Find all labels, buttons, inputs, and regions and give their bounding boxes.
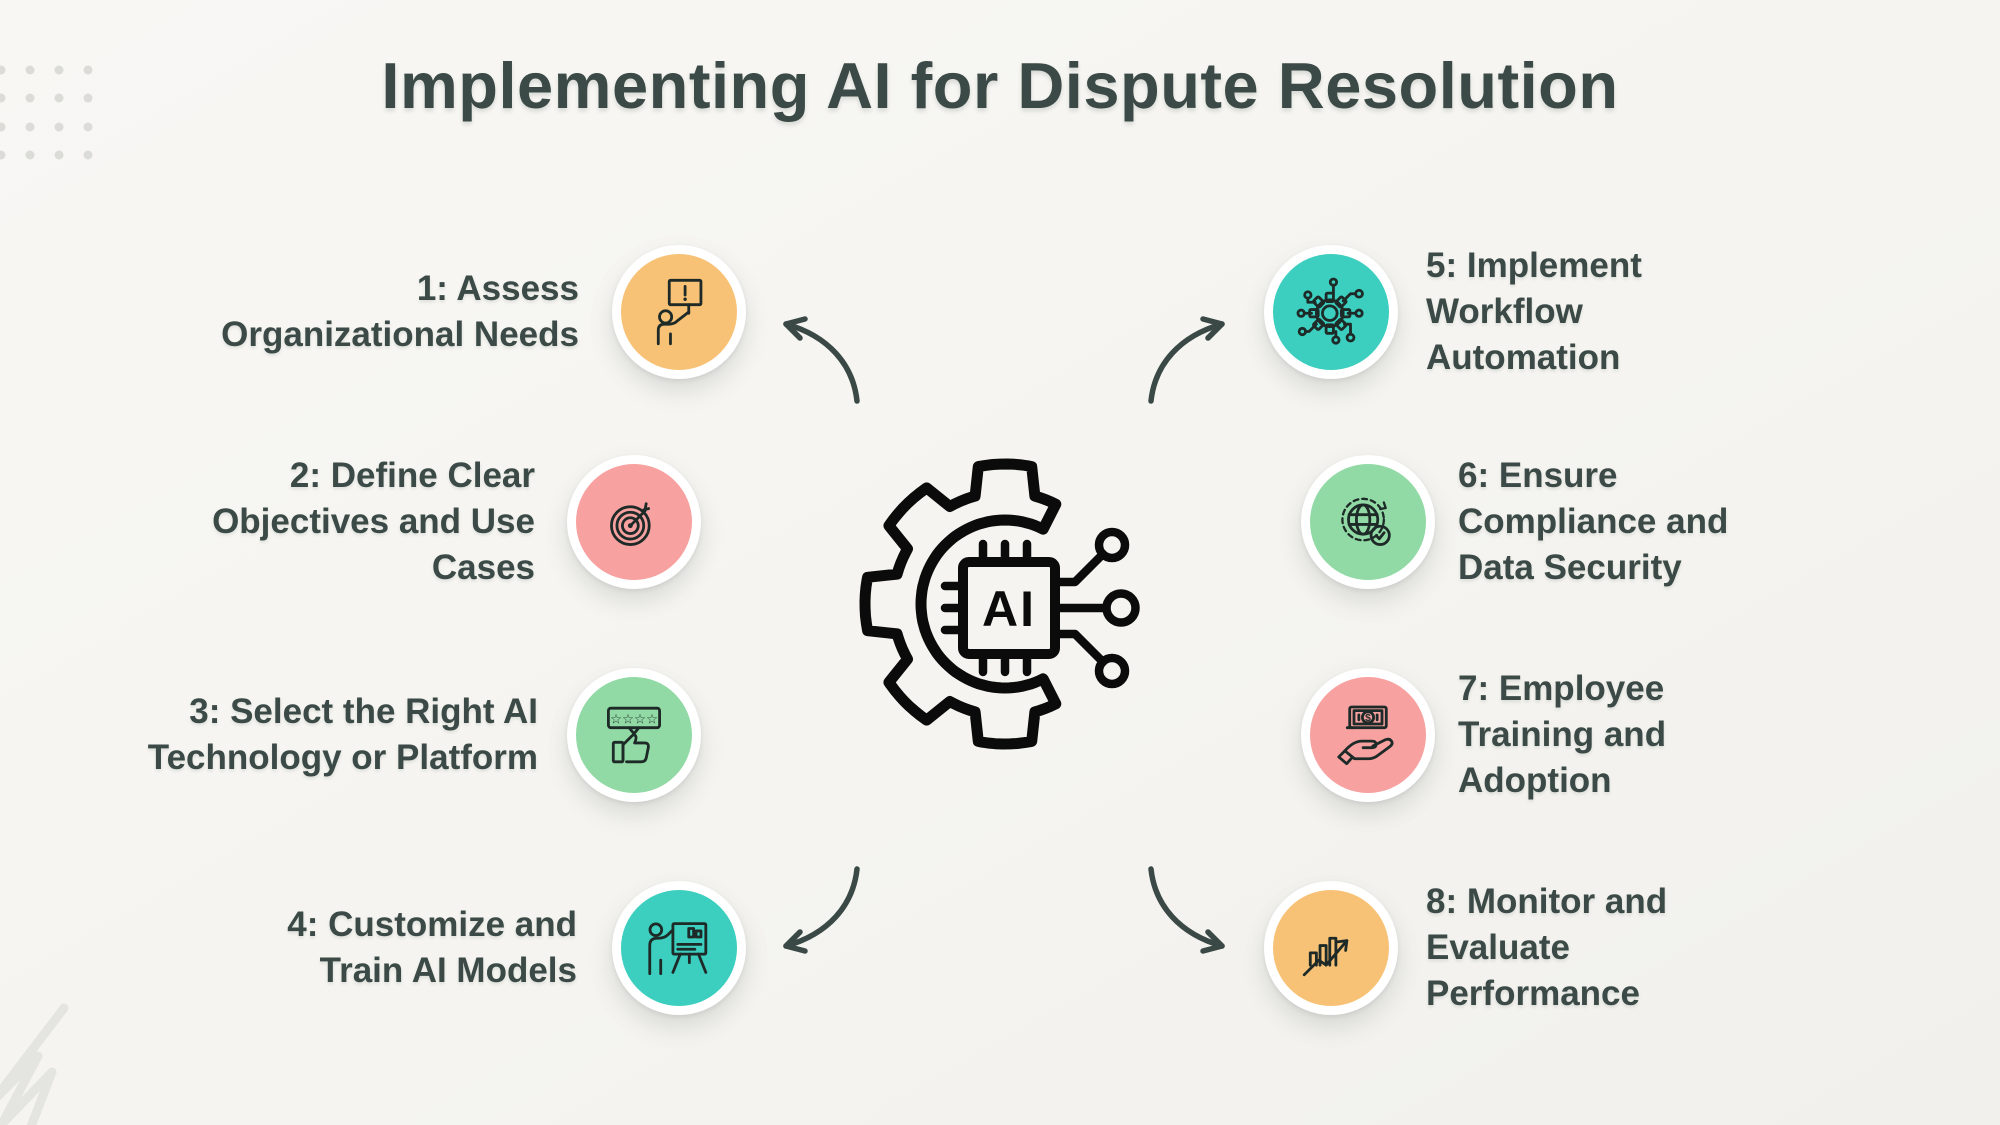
- svg-text:☆☆☆☆: ☆☆☆☆: [610, 712, 658, 727]
- ai-chip: [958, 557, 1060, 659]
- arrow-bottom-right-icon: [1148, 866, 1225, 954]
- step-6-circle: [1310, 464, 1426, 580]
- step-1-badge: [612, 245, 746, 379]
- circuit-node: [1102, 589, 1140, 627]
- step-4-label: 4: Customize and Train AI Models: [287, 902, 577, 994]
- step-label-line: Technology or Platform: [147, 738, 538, 777]
- step-label-line: Objectives and Use: [212, 502, 535, 541]
- step-label-line: Data Security: [1458, 548, 1682, 587]
- target-dart-icon: [610, 502, 651, 546]
- circuit-traces: [1050, 549, 1111, 667]
- step-label-line: Workflow: [1426, 292, 1583, 331]
- step-7-label: 7: Employee Training and Adoption: [1458, 666, 1666, 804]
- rating-thumbs-up-icon: ☆☆☆☆: [607, 706, 661, 764]
- training-presentation-icon: [648, 922, 708, 975]
- step-8-badge: [1264, 881, 1398, 1015]
- step-2-badge: [567, 455, 701, 589]
- scribble-decoration: [0, 1003, 69, 1125]
- step-label-line: Training and: [1458, 715, 1667, 754]
- step-2-circle: [576, 464, 692, 580]
- circuit-node: [1094, 527, 1130, 563]
- step-label-line: Automation: [1426, 338, 1621, 377]
- money-hand-icon: $: [1337, 705, 1394, 766]
- step-label-line: 5: Implement: [1426, 246, 1642, 285]
- step-4-circle: [621, 890, 737, 1006]
- announcement-sign-icon: [656, 278, 703, 346]
- step-7-badge: $: [1301, 668, 1435, 802]
- step-label-line: 7: Employee: [1458, 669, 1665, 708]
- step-1-label: 1: Assess Organizational Needs: [221, 266, 579, 358]
- step-3-badge: ☆☆☆☆: [567, 668, 701, 802]
- globe-compliance-icon: [1341, 497, 1391, 546]
- step-4-badge: [612, 881, 746, 1015]
- step-5-badge: [1264, 245, 1398, 379]
- growth-chart-icon: [1302, 936, 1349, 977]
- page-title: Implementing AI for Dispute Resolution: [381, 49, 1619, 122]
- step-label-line: Train AI Models: [319, 951, 577, 990]
- step-label-line: 2: Define Clear: [289, 456, 535, 495]
- chip-pins: [940, 539, 1032, 677]
- step-label-line: Organizational Needs: [221, 315, 579, 354]
- circuit-node: [1094, 653, 1130, 689]
- step-8-circle: [1273, 890, 1389, 1006]
- step-7-circle: $: [1310, 677, 1426, 793]
- arrow-bottom-left-icon: [783, 866, 860, 954]
- half-gear-shape: [859, 458, 1062, 750]
- step-8-label: 8: Monitor and Evaluate Performance: [1426, 879, 1667, 1017]
- svg-text:$: $: [1365, 713, 1371, 724]
- step-label-line: 6: Ensure: [1458, 456, 1618, 495]
- step-6-badge: [1301, 455, 1435, 589]
- step-label-line: 8: Monitor and: [1426, 882, 1668, 921]
- step-5-label: 5: Implement Workflow Automation: [1426, 243, 1642, 381]
- ai-gear-chip-icon: AI: [859, 458, 1140, 750]
- step-label-line: 1: Assess: [416, 269, 579, 308]
- step-label-line: Compliance and: [1458, 502, 1729, 541]
- step-3-circle: ☆☆☆☆: [576, 677, 692, 793]
- step-3-label: 3: Select the Right AI Technology or Pla…: [148, 689, 538, 781]
- arrow-top-right-icon: [1148, 316, 1225, 404]
- step-5-circle: [1273, 254, 1389, 370]
- step-1-circle: [621, 254, 737, 370]
- step-label-line: 4: Customize and: [287, 905, 577, 944]
- automation-gear-network-icon: [1296, 277, 1364, 345]
- step-label-line: Evaluate: [1426, 928, 1570, 967]
- step-label-line: Adoption: [1458, 761, 1612, 800]
- step-label-line: Cases: [431, 548, 535, 587]
- step-2-label: 2: Define Clear Objectives and Use Cases: [212, 453, 535, 591]
- arrow-top-left-icon: [783, 316, 860, 404]
- step-label-line: 3: Select the Right AI: [189, 692, 538, 731]
- ai-chip-label: AI: [982, 581, 1036, 637]
- step-label-line: Performance: [1426, 974, 1640, 1013]
- step-6-label: 6: Ensure Compliance and Data Security: [1458, 453, 1728, 591]
